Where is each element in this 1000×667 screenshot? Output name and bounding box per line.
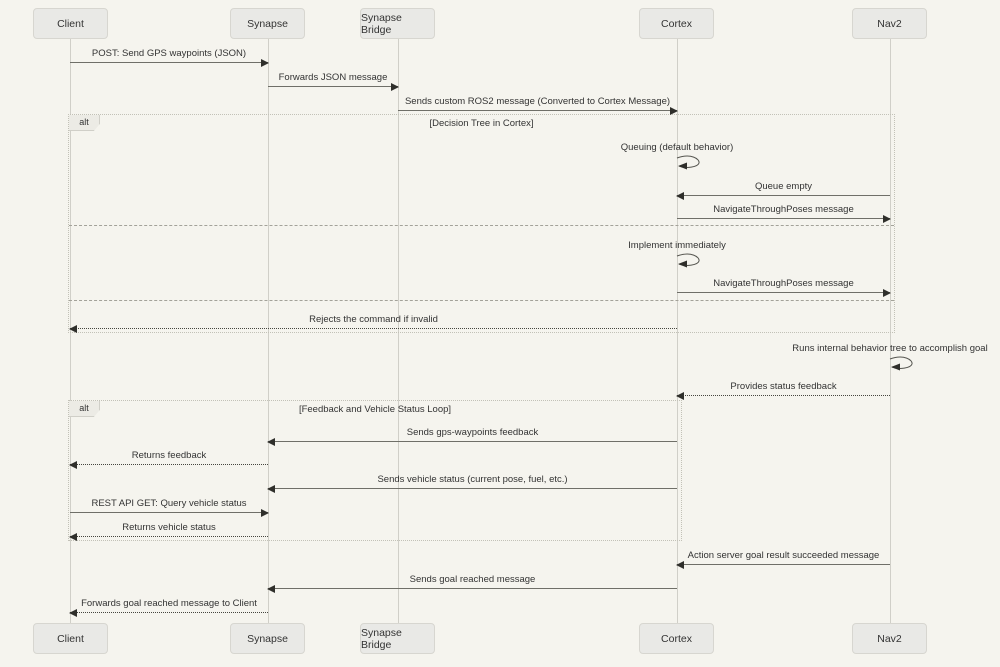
arrowhead-icon — [69, 325, 77, 333]
message-returns-vehicle-status: Returns vehicle status — [69, 522, 268, 541]
message-label: NavigateThroughPoses message — [713, 278, 854, 289]
alt-guard-label: [Feedback and Vehicle Status Loop] — [298, 404, 452, 415]
message-rest-api-query: REST API GET: Query vehicle status — [70, 498, 269, 517]
self-message-runs-behavior-tree: Runs internal behavior tree to accomplis… — [790, 343, 990, 372]
message-rejects-command: Rejects the command if invalid — [69, 314, 677, 333]
message-sends-gps-feedback: Sends gps-waypoints feedback — [267, 427, 677, 446]
arrowhead-icon — [676, 392, 684, 400]
alt-operator-label: alt — [69, 115, 100, 131]
self-loop-icon — [889, 356, 913, 371]
actor-nav2-bottom: Nav2 — [852, 623, 927, 654]
arrowhead-icon — [670, 107, 678, 115]
arrowhead-icon — [69, 461, 77, 469]
message-navigate-through-poses-1: NavigateThroughPoses message — [677, 204, 891, 223]
lifeline-nav2 — [890, 39, 891, 623]
message-label: Forwards goal reached message to Client — [81, 598, 257, 609]
message-sends-goal-reached: Sends goal reached message — [267, 574, 677, 593]
arrowhead-icon — [267, 485, 275, 493]
alt-section-divider — [69, 225, 894, 226]
actor-cortex-bottom: Cortex — [639, 623, 714, 654]
message-post-gps-waypoints: POST: Send GPS waypoints (JSON) — [70, 48, 269, 67]
message-label: Action server goal result succeeded mess… — [687, 550, 880, 561]
arrowhead-icon — [883, 289, 891, 297]
self-message-implement-immediately: Implement immediately — [577, 240, 777, 269]
alt-section-divider — [69, 300, 894, 301]
arrowhead-icon — [676, 192, 684, 200]
actor-synapse-top: Synapse — [230, 8, 305, 39]
message-action-server-result: Action server goal result succeeded mess… — [676, 550, 890, 569]
lifeline-cortex — [677, 39, 678, 623]
lifeline-synapse-bridge — [398, 39, 399, 623]
message-label: Queuing (default behavior) — [620, 142, 734, 153]
actor-cortex-top: Cortex — [639, 8, 714, 39]
arrowhead-icon — [261, 59, 269, 67]
message-label: Rejects the command if invalid — [309, 314, 438, 325]
message-label: REST API GET: Query vehicle status — [91, 498, 247, 509]
message-sends-vehicle-status: Sends vehicle status (current pose, fuel… — [267, 474, 677, 493]
message-forwards-goal-reached: Forwards goal reached message to Client — [69, 598, 268, 617]
arrowhead-icon — [267, 585, 275, 593]
arrowhead-icon — [676, 561, 684, 569]
actor-client-bottom: Client — [33, 623, 108, 654]
arrowhead-icon — [267, 438, 275, 446]
message-label: Implement immediately — [628, 240, 726, 251]
message-label: Sends goal reached message — [409, 574, 536, 585]
message-returns-feedback: Returns feedback — [69, 450, 268, 469]
message-queue-empty: Queue empty — [676, 181, 890, 200]
alt-operator-label: alt — [69, 401, 100, 417]
message-label: Queue empty — [754, 181, 813, 192]
message-label: Forwards JSON message — [278, 72, 388, 83]
arrowhead-icon — [261, 509, 269, 517]
self-loop-icon — [676, 155, 700, 170]
message-sends-ros2: Sends custom ROS2 message (Converted to … — [398, 96, 678, 115]
message-navigate-through-poses-2: NavigateThroughPoses message — [677, 278, 891, 297]
self-message-queuing: Queuing (default behavior) — [577, 142, 777, 171]
arrowhead-icon — [883, 215, 891, 223]
message-label: Sends custom ROS2 message (Converted to … — [404, 96, 671, 107]
actor-synapse-bridge-top: Synapse Bridge — [360, 8, 435, 39]
actor-client-top: Client — [33, 8, 108, 39]
actor-synapse-bridge-bottom: Synapse Bridge — [360, 623, 435, 654]
alt-frame-decision-tree: alt [Decision Tree in Cortex] — [68, 114, 895, 333]
arrowhead-icon — [391, 83, 399, 91]
message-label: Provides status feedback — [730, 381, 837, 392]
actor-nav2-top: Nav2 — [852, 8, 927, 39]
alt-guard-label: [Decision Tree in Cortex] — [429, 118, 534, 129]
message-label: Sends gps-waypoints feedback — [406, 427, 539, 438]
lifeline-synapse — [268, 39, 269, 623]
message-label: NavigateThroughPoses message — [713, 204, 854, 215]
message-label: Runs internal behavior tree to accomplis… — [792, 343, 988, 354]
arrowhead-icon — [69, 609, 77, 617]
message-label: POST: Send GPS waypoints (JSON) — [91, 48, 247, 59]
message-label: Sends vehicle status (current pose, fuel… — [377, 474, 568, 485]
message-provides-status-feedback: Provides status feedback — [676, 381, 890, 400]
alt-frame-feedback-loop: alt [Feedback and Vehicle Status Loop] — [68, 400, 682, 541]
message-label: Returns vehicle status — [122, 522, 216, 533]
message-forwards-json: Forwards JSON message — [268, 72, 399, 91]
arrowhead-icon — [69, 533, 77, 541]
message-label: Returns feedback — [131, 450, 207, 461]
actor-synapse-bottom: Synapse — [230, 623, 305, 654]
self-loop-icon — [676, 253, 700, 268]
